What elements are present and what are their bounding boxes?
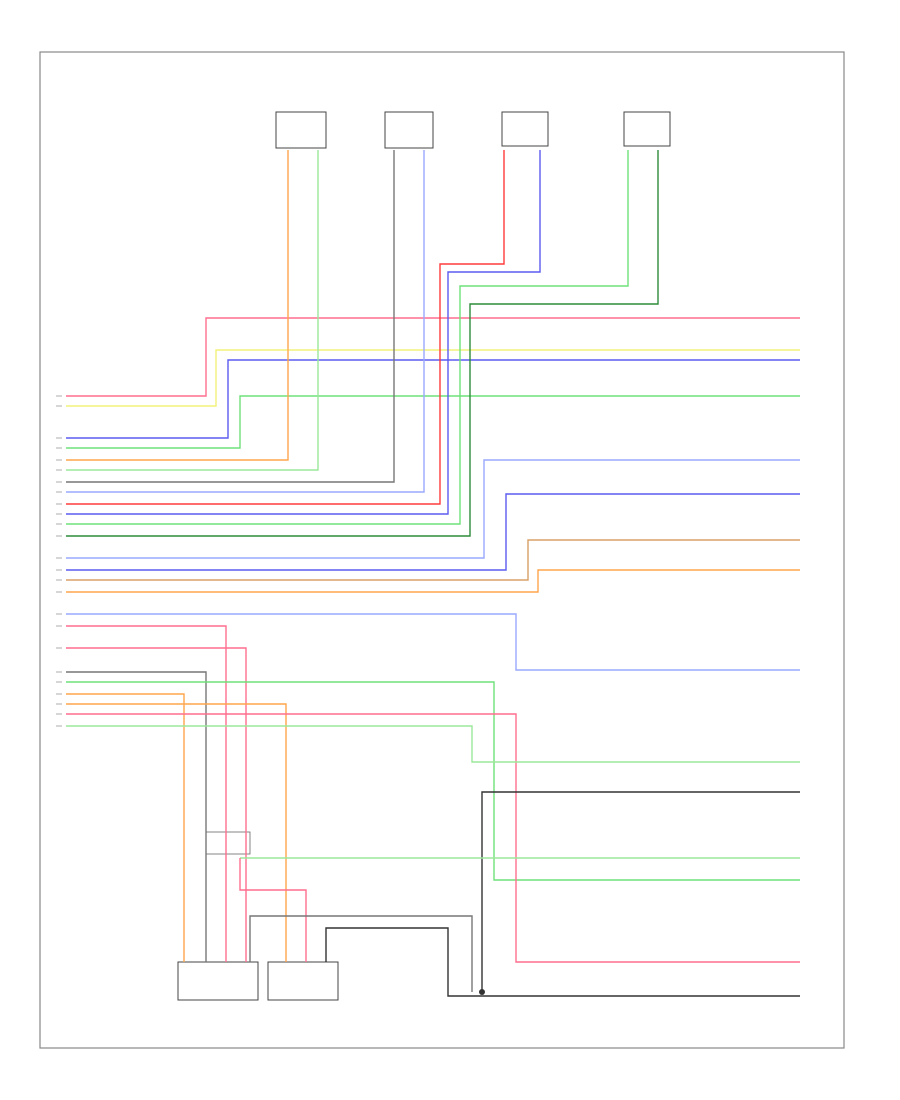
wire-28 — [239, 858, 307, 962]
wires — [66, 150, 800, 997]
wire-18 — [66, 625, 227, 962]
bottom-component-1 — [177, 961, 259, 1001]
wire-30 — [249, 915, 473, 992]
wire-20 — [66, 671, 207, 962]
wire-6 — [66, 150, 319, 471]
wire-7 — [66, 150, 395, 483]
top-component-1 — [275, 111, 327, 149]
wire-17 — [66, 613, 800, 671]
wire-13 — [66, 459, 800, 559]
wire-16 — [66, 569, 800, 593]
wire-14 — [66, 493, 800, 571]
wire-23 — [66, 703, 287, 962]
wire-10 — [66, 150, 541, 515]
bottom-component-2 — [267, 961, 339, 1001]
left-connector-pins — [56, 395, 62, 727]
wire-4 — [66, 395, 800, 449]
diagram-frame — [39, 51, 845, 1049]
wire-12 — [66, 150, 659, 537]
wire-15 — [66, 539, 800, 581]
wire-24 — [66, 713, 800, 963]
wire-29 — [325, 927, 800, 997]
wire-2 — [66, 349, 800, 407]
wire-9 — [66, 150, 505, 505]
wire-11 — [66, 150, 629, 525]
top-component-3 — [501, 111, 549, 147]
wire-22 — [66, 693, 185, 962]
wire-3 — [66, 359, 800, 439]
wire-1 — [66, 317, 800, 397]
top-component-2 — [384, 111, 434, 149]
splice-block — [205, 831, 251, 855]
wire-21 — [66, 681, 800, 881]
wire-26 — [481, 791, 800, 992]
top-component-4 — [623, 111, 671, 147]
wire-19 — [66, 647, 247, 962]
wire-8 — [66, 150, 425, 493]
wire-25 — [66, 725, 800, 763]
wire-5 — [66, 150, 289, 461]
